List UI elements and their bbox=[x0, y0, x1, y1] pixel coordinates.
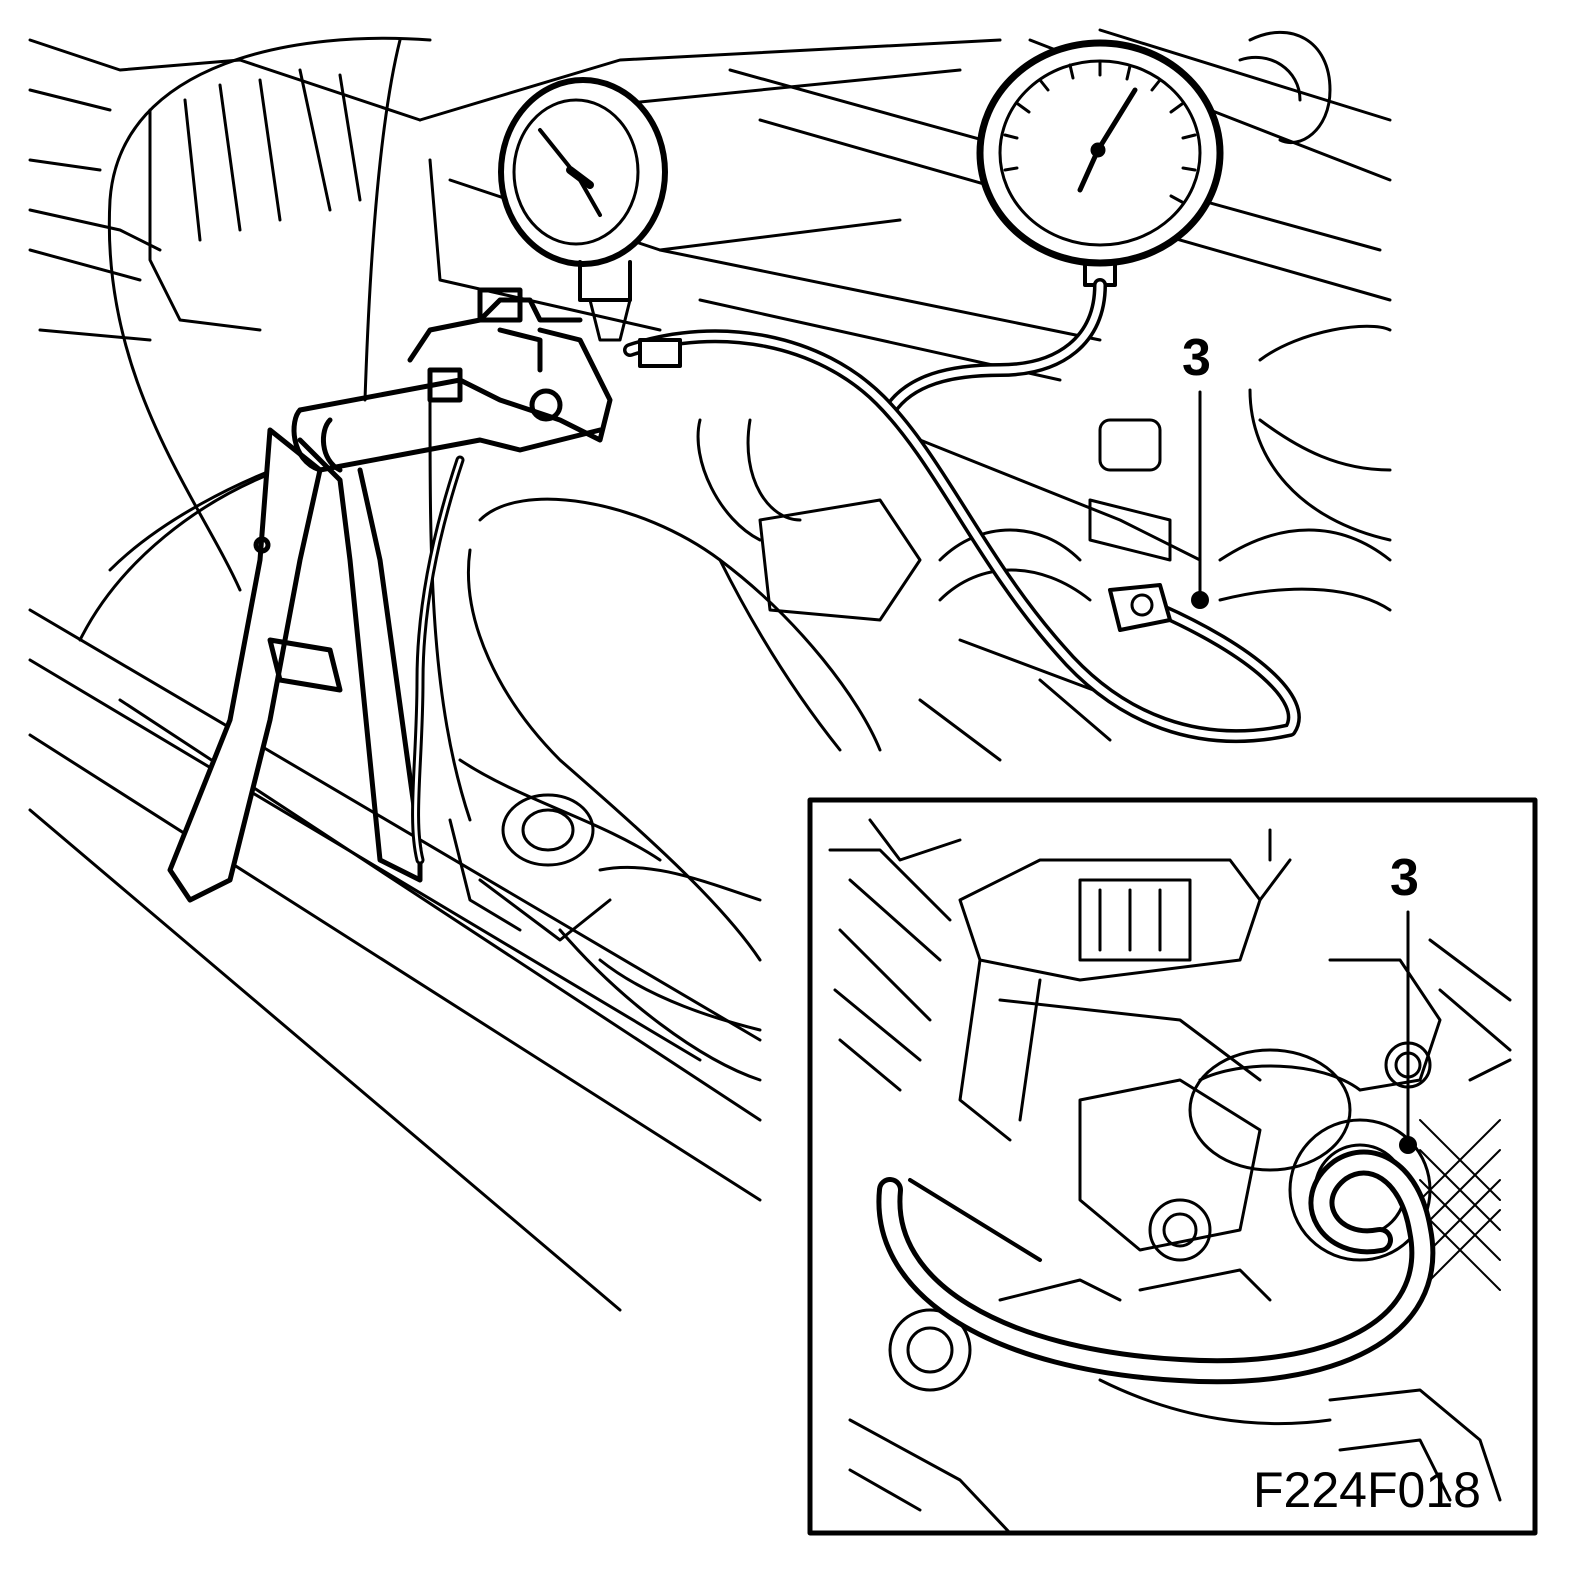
main-callout-label: 3 bbox=[1182, 329, 1211, 387]
inset-hose bbox=[876, 1149, 1436, 1385]
main-callout-leader bbox=[1191, 390, 1209, 609]
test-hoses bbox=[623, 278, 1301, 743]
inset-callout-label: 3 bbox=[1390, 849, 1419, 907]
inset-callout-leader bbox=[1399, 910, 1417, 1154]
pump-gauge bbox=[498, 77, 668, 342]
hand-vacuum-pump bbox=[167, 287, 613, 903]
fuel-pressure-gauge bbox=[976, 39, 1224, 287]
engine-bay-background bbox=[28, 28, 1392, 1312]
figure-code: F224F018 bbox=[1253, 1462, 1481, 1518]
inset-frame bbox=[807, 797, 1538, 1536]
